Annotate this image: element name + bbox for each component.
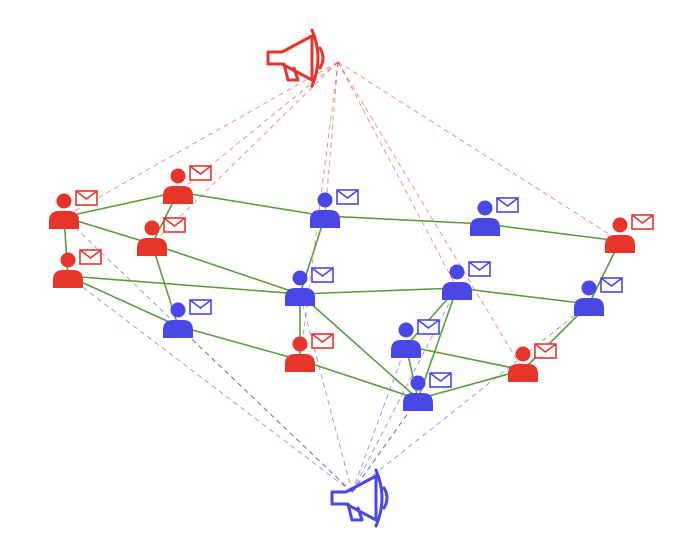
- person-b1[interactable]: [310, 189, 359, 228]
- person-b5[interactable]: [403, 372, 452, 411]
- edge-b3-b4: [299, 287, 458, 295]
- person-icon: [285, 336, 315, 372]
- envelope-icon: [468, 261, 491, 277]
- person-icon: [163, 168, 193, 204]
- network-nodes: [49, 28, 654, 528]
- envelope-icon: [534, 343, 557, 359]
- person-r3[interactable]: [53, 249, 102, 288]
- broadcast-link-blue-b3: [299, 293, 353, 493]
- edge-b3-b5: [299, 293, 419, 400]
- person-r5[interactable]: [285, 333, 334, 372]
- person-b2[interactable]: [470, 197, 519, 236]
- edge-b1-b2: [324, 215, 486, 225]
- broadcast-links: [63, 61, 621, 493]
- person-b3[interactable]: [285, 267, 334, 306]
- broadcast-link-blue-r3: [67, 275, 353, 493]
- envelope-icon: [429, 372, 452, 388]
- edge-b6-r6: [405, 345, 524, 371]
- broadcast-link-blue-b9: [351, 303, 590, 493]
- envelope-icon: [189, 299, 212, 315]
- person-b6[interactable]: [391, 319, 440, 358]
- person-r6[interactable]: [508, 343, 557, 382]
- red-broadcaster[interactable]: [266, 28, 325, 88]
- edge-b8-r5: [177, 325, 301, 361]
- envelope-icon: [189, 165, 212, 181]
- envelope-icon: [336, 189, 359, 205]
- person-r2[interactable]: [163, 165, 212, 204]
- person-icon: [49, 193, 79, 229]
- edge-b4-b9: [456, 287, 590, 305]
- broadcast-link-red-r1: [63, 61, 339, 218]
- blue-broadcaster[interactable]: [330, 468, 389, 528]
- broadcast-link-blue-b7: [351, 398, 419, 493]
- person-b9[interactable]: [574, 277, 623, 316]
- broadcast-link-red-r7: [337, 61, 621, 242]
- person-r4[interactable]: [137, 217, 186, 256]
- broadcast-link-red-r6: [337, 61, 524, 371]
- person-icon: [310, 192, 340, 228]
- person-icon: [403, 375, 433, 411]
- envelope-icon: [631, 214, 654, 230]
- broadcast-link-red-r4: [151, 61, 339, 245]
- broadcast-link-blue-r1: [63, 216, 353, 493]
- broadcast-link-red-b4: [337, 61, 458, 289]
- envelope-icon: [417, 319, 440, 335]
- envelope-icon: [163, 217, 186, 233]
- person-icon: [137, 220, 167, 256]
- person-icon: [163, 302, 193, 338]
- edge-r1-r2: [63, 191, 179, 218]
- person-b8[interactable]: [163, 299, 212, 338]
- edge-r3-b8: [67, 275, 179, 327]
- person-r7[interactable]: [605, 214, 654, 253]
- edge-b5-r6: [417, 369, 524, 400]
- person-icon: [605, 217, 635, 253]
- edge-r2-b1: [177, 191, 326, 217]
- person-icon: [391, 322, 421, 358]
- broadcast-link-blue-b4: [351, 287, 458, 493]
- person-icon: [470, 200, 500, 236]
- person-b4[interactable]: [442, 261, 491, 300]
- person-icon: [285, 270, 315, 306]
- edge-r5-b5: [299, 359, 419, 400]
- broadcast-link-red-b1: [324, 61, 339, 217]
- envelope-icon: [496, 197, 519, 213]
- edge-r4-b3: [151, 243, 301, 295]
- megaphone-icon: [266, 28, 325, 88]
- broadcast-link-blue-b6: [351, 345, 407, 493]
- person-icon: [442, 264, 472, 300]
- envelope-icon: [311, 333, 334, 349]
- envelope-icon: [311, 267, 334, 283]
- person-r1[interactable]: [49, 190, 98, 229]
- person-icon: [53, 252, 83, 288]
- envelope-icon: [79, 249, 102, 265]
- edge-b2-r7: [484, 223, 621, 242]
- person-icon: [574, 280, 604, 316]
- edge-r3-b3: [67, 275, 301, 295]
- person-icon: [508, 346, 538, 382]
- megaphone-icon: [330, 468, 389, 528]
- envelope-icon: [600, 277, 623, 293]
- envelope-icon: [75, 190, 98, 206]
